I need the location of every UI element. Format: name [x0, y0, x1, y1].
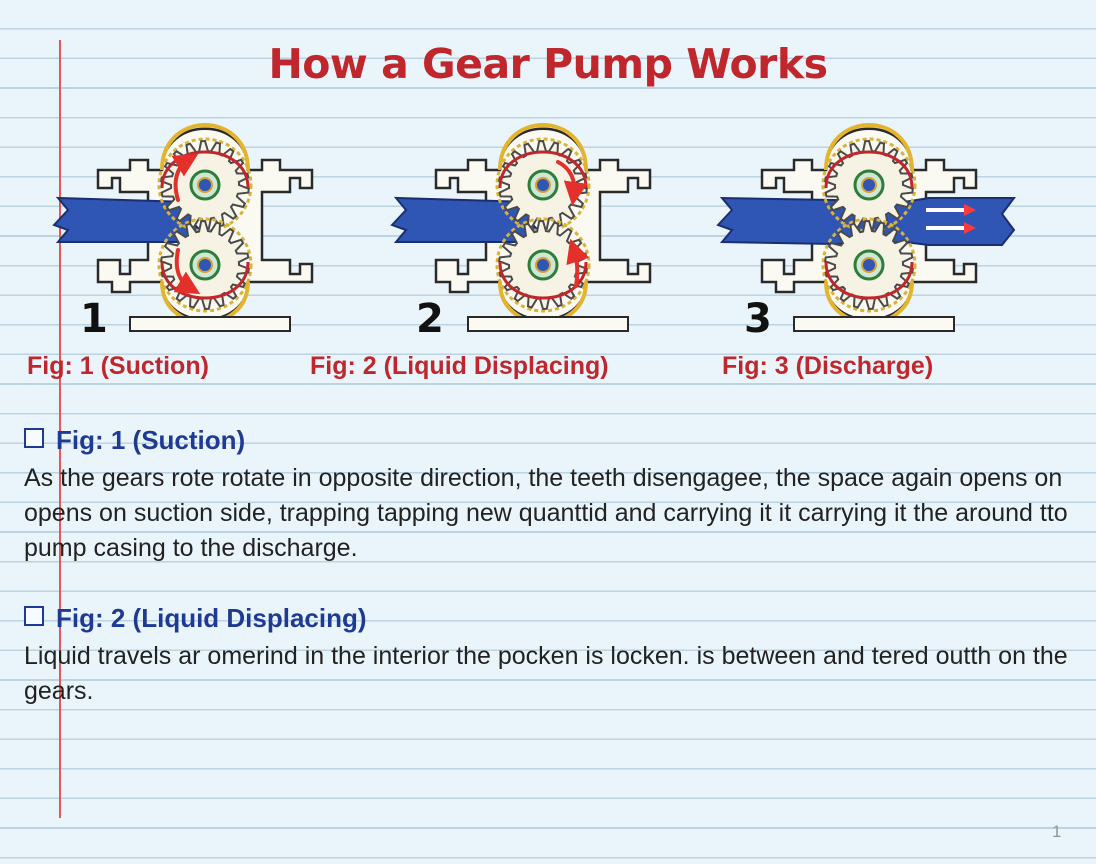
pump-base	[129, 316, 291, 332]
casing-top-arc	[160, 123, 250, 171]
rotation-arrow-icon	[173, 248, 201, 295]
casing-top-arc	[498, 123, 588, 171]
figure-caption-2: Fig: 2 (Liquid Displacing)	[310, 352, 609, 380]
gear-shaft	[535, 177, 551, 193]
pump-base	[467, 316, 629, 332]
notebook-margin-line	[59, 40, 61, 818]
inner-outline-bottom	[160, 261, 250, 300]
casing-top-arc	[824, 123, 914, 171]
inner-outline-bottom	[824, 261, 914, 300]
rotation-arrow-icon	[171, 153, 199, 202]
page-title: How a Gear Pump Works	[268, 40, 828, 88]
rotation-arrow-icon	[566, 238, 590, 288]
section-paragraph-suction: As the gears rote rotate in opposite dir…	[24, 464, 1068, 562]
gear-pump-diagram-3: 3	[716, 123, 1016, 342]
gear-pump-diagram-1: 1	[52, 123, 314, 342]
gear-outline	[157, 217, 253, 313]
gear-shaft	[861, 177, 877, 193]
arrowhead-icon	[964, 222, 976, 234]
inner-outline-top	[824, 150, 914, 189]
section-heading-suction: Fig: 1 (Suction)	[24, 425, 245, 456]
checkbox-bullet-icon	[24, 606, 44, 626]
section-heading-displacing: Fig: 2 (Liquid Displacing)	[24, 603, 367, 634]
inner-outline-top	[498, 150, 588, 189]
gear-pump-diagram-2: 2	[390, 123, 652, 342]
pump-base	[793, 316, 955, 332]
inner-outline-bottom	[498, 261, 588, 300]
inner-outline-top	[160, 150, 250, 189]
section-heading-text: Fig: 1 (Suction)	[56, 425, 246, 455]
figure-caption-1: Fig: 1 (Suction)	[27, 352, 209, 380]
figure-number-3: 3	[744, 296, 772, 342]
arrowhead-icon	[964, 204, 976, 216]
rotation-arrow-icon	[556, 160, 588, 206]
figure-number-2: 2	[416, 296, 444, 342]
gear-shaft	[197, 177, 213, 193]
section-heading-text: Fig: 2 (Liquid Displacing)	[56, 603, 367, 633]
section-paragraph-displacing: Liquid travels ar omerind in the interio…	[24, 642, 1068, 705]
gear-shaft	[535, 257, 551, 273]
figure-number-1: 1	[80, 296, 108, 342]
checkbox-bullet-icon	[24, 428, 44, 448]
page-number: 1	[1052, 822, 1062, 841]
discharge-arrows-icon	[926, 204, 976, 234]
figure-caption-3: Fig: 3 (Discharge)	[722, 352, 934, 380]
gear-shaft	[861, 257, 877, 273]
gear-outline	[821, 217, 917, 313]
gear-shaft	[197, 257, 213, 273]
